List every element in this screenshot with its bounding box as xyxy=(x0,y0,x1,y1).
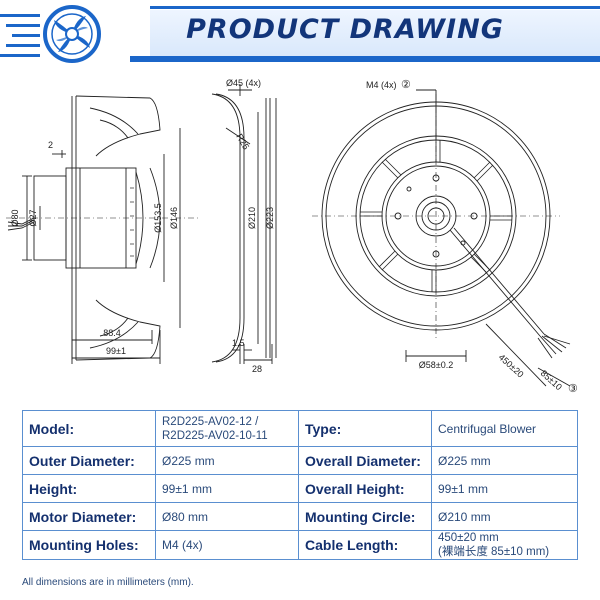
title-band xyxy=(150,10,600,56)
side-view xyxy=(7,95,181,364)
dim-label: Ø223 xyxy=(265,207,275,229)
speed-line xyxy=(12,34,40,37)
spec-label: Height: xyxy=(22,474,156,503)
spec-value-line: R2D225-AV02-12 / xyxy=(162,415,259,428)
spec-value: M4 (4x) xyxy=(155,530,299,560)
spec-table-body: Model: R2D225-AV02-12 /R2D225-AV02-10-11… xyxy=(22,410,578,560)
dim-label: Ø45 (4x) xyxy=(226,78,261,88)
spec-value-line: 450±20 mm xyxy=(438,532,499,544)
table-row: Model: R2D225-AV02-12 /R2D225-AV02-10-11… xyxy=(22,410,578,447)
section-view xyxy=(211,84,277,364)
dim-label: 99±1 xyxy=(106,346,126,356)
spec-value: Ø225 mm xyxy=(431,446,578,475)
spec-value-line: R2D225-AV02-10-11 xyxy=(162,429,268,442)
speed-line xyxy=(0,54,40,57)
spec-value: Ø225 mm xyxy=(155,446,299,475)
spec-value: 450±20 mm (裸端长度 85±10 mm) xyxy=(431,530,578,560)
dim-label: Ø153.5 xyxy=(153,203,163,233)
fan-logo-icon xyxy=(43,5,101,63)
table-row: Height: 99±1 mm Overall Height: 99±1 mm xyxy=(22,474,578,503)
page-title: PRODUCT DRAWING xyxy=(186,14,504,45)
dim-label: M4 (4x) xyxy=(366,80,397,90)
speed-line xyxy=(6,44,40,47)
spec-value: 99±1 mm xyxy=(431,474,578,503)
technical-drawing: 2 Ø80 Ø27 Ø153.5 Ø146 88.4 99±1 Ø45 (4x)… xyxy=(6,78,578,395)
dim-label: 2 xyxy=(48,140,53,150)
spec-label: Overall Diameter: xyxy=(298,446,432,475)
spec-label: Outer Diameter: xyxy=(22,446,156,475)
dim-label: Ø27 xyxy=(28,209,38,226)
spec-label: Overall Height: xyxy=(298,474,432,503)
spec-value: Ø210 mm xyxy=(431,502,578,531)
speed-line xyxy=(0,14,40,17)
dim-label: 88.4 xyxy=(103,328,121,338)
spec-label: Type: xyxy=(298,410,432,447)
spec-value: 99±1 mm xyxy=(155,474,299,503)
callout-marker: ② xyxy=(401,79,411,91)
dim-label: R25 xyxy=(234,132,251,151)
table-row: Mounting Holes: M4 (4x) Cable Length: 45… xyxy=(22,530,578,560)
dim-label: Ø58±0.2 xyxy=(419,360,453,370)
spec-label: Cable Length: xyxy=(298,530,432,560)
dim-label: 1.5 xyxy=(232,338,245,348)
spec-value: R2D225-AV02-12 /R2D225-AV02-10-11 xyxy=(155,410,299,447)
spec-label: Mounting Holes: xyxy=(22,530,156,560)
front-view xyxy=(321,89,571,387)
title-stripe xyxy=(130,56,600,62)
spec-label: Mounting Circle: xyxy=(298,502,432,531)
dim-label: 85±10 xyxy=(539,368,564,392)
footnote: All dimensions are in millimeters (mm). xyxy=(22,577,194,588)
dim-label: Ø210 xyxy=(247,207,257,229)
spec-value: Centrifugal Blower xyxy=(431,410,578,447)
spec-label: Motor Diameter: xyxy=(22,502,156,531)
dim-label: 450±20 xyxy=(497,352,526,379)
spec-label: Model: xyxy=(22,410,156,447)
table-row: Motor Diameter: Ø80 mm Mounting Circle: … xyxy=(22,502,578,531)
callout-marker: ③ xyxy=(568,383,578,395)
spec-value: Ø80 mm xyxy=(155,502,299,531)
table-row: Outer Diameter: Ø225 mm Overall Diameter… xyxy=(22,446,578,475)
spec-table: Model: R2D225-AV02-12 /R2D225-AV02-10-11… xyxy=(22,410,578,560)
spec-value-line: (裸端长度 85±10 mm) xyxy=(438,546,550,558)
dim-label: Ø146 xyxy=(169,207,179,229)
speed-line xyxy=(6,24,40,27)
header-banner: PRODUCT DRAWING xyxy=(0,0,600,68)
dim-label: Ø80 xyxy=(10,209,20,226)
dim-label: 28 xyxy=(252,364,262,374)
title-stripe xyxy=(150,6,600,9)
